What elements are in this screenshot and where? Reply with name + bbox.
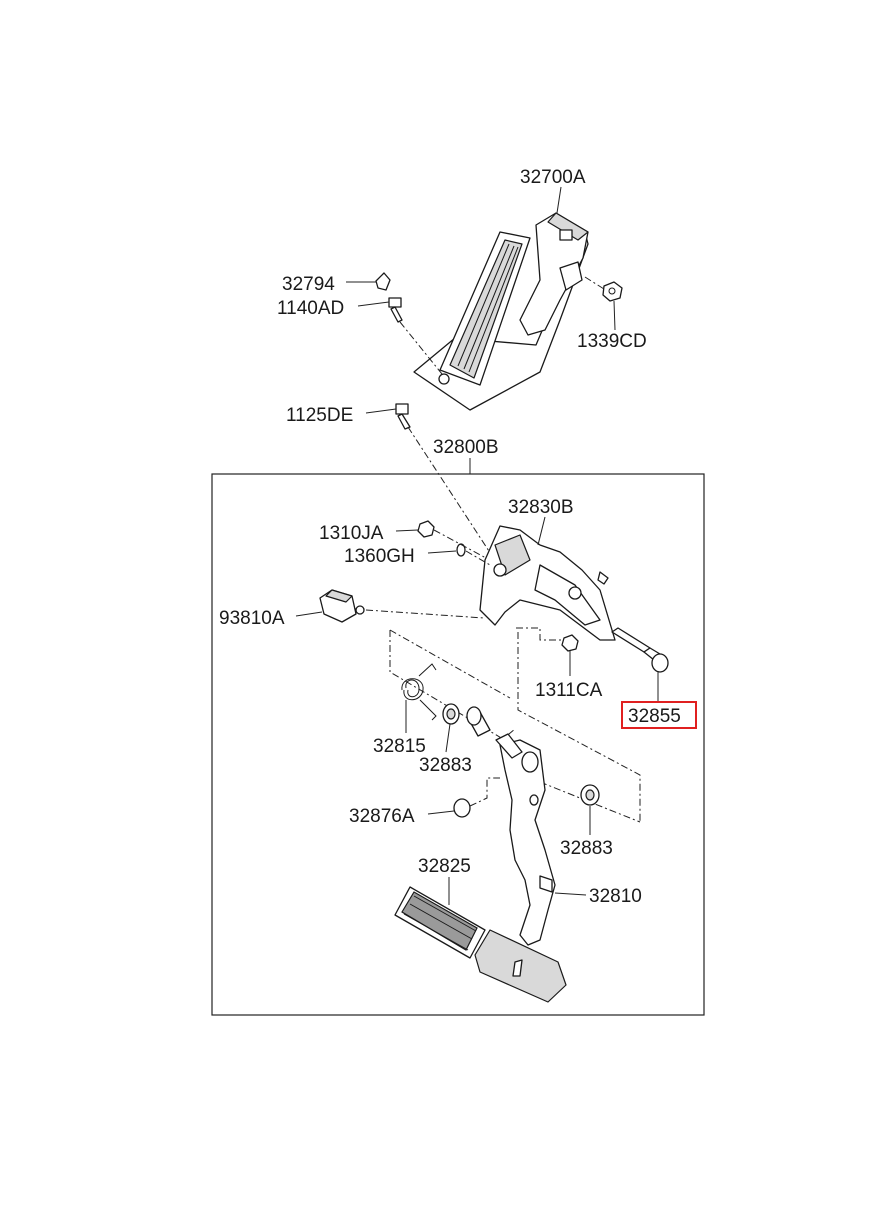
label-32825: 32825 <box>418 856 471 877</box>
brake-pedal-arm-32810[interactable] <box>495 733 556 946</box>
label-1360GH: 1360GH <box>344 546 415 567</box>
label-32830B: 32830B <box>508 497 574 518</box>
pedal-pad-32825[interactable] <box>394 886 486 959</box>
label-1311CA: 1311CA <box>535 680 603 701</box>
label-1310JA: 1310JA <box>319 523 384 544</box>
label-32800B: 32800B <box>433 437 499 458</box>
label-32815: 32815 <box>373 736 426 757</box>
pedal-foot-plate[interactable] <box>474 929 567 1003</box>
bushing-32883-right[interactable] <box>580 784 600 806</box>
label-32810: 32810 <box>589 886 642 907</box>
stopper-32876A[interactable] <box>453 798 471 818</box>
label-32700A: 32700A <box>520 167 586 188</box>
pedal-member-bracket[interactable] <box>479 525 616 641</box>
label-1125DE: 1125DE <box>286 405 353 426</box>
return-spring-32815[interactable] <box>401 663 437 721</box>
label-93810A: 93810A <box>219 608 285 629</box>
nut-1339CD[interactable] <box>602 281 623 302</box>
label-32794: 32794 <box>282 274 335 295</box>
stopper-32794[interactable] <box>375 272 391 291</box>
label-1339CD: 1339CD <box>577 331 647 352</box>
assembly-frame-32800B <box>211 473 705 1016</box>
label-32855[interactable]: 32855 <box>628 706 681 727</box>
stop-lamp-switch-93810A[interactable] <box>319 589 365 623</box>
bolt-1125DE[interactable] <box>395 403 411 430</box>
bushing-32883-left[interactable] <box>442 703 460 725</box>
highlight-box-32855 <box>621 701 697 729</box>
label-32883-right: 32883 <box>560 838 613 859</box>
accelerator-pedal-assembly[interactable] <box>413 212 589 411</box>
nut-1310JA[interactable] <box>417 520 435 538</box>
bolt-1140AD[interactable] <box>388 297 403 323</box>
label-1140AD: 1140AD <box>277 298 344 319</box>
label-32883-left: 32883 <box>419 755 472 776</box>
sleeve-collar[interactable] <box>466 706 491 737</box>
pedal-bolt-32855[interactable] <box>611 627 669 673</box>
nut-1311CA[interactable] <box>561 634 579 652</box>
label-32876A: 32876A <box>349 806 415 827</box>
